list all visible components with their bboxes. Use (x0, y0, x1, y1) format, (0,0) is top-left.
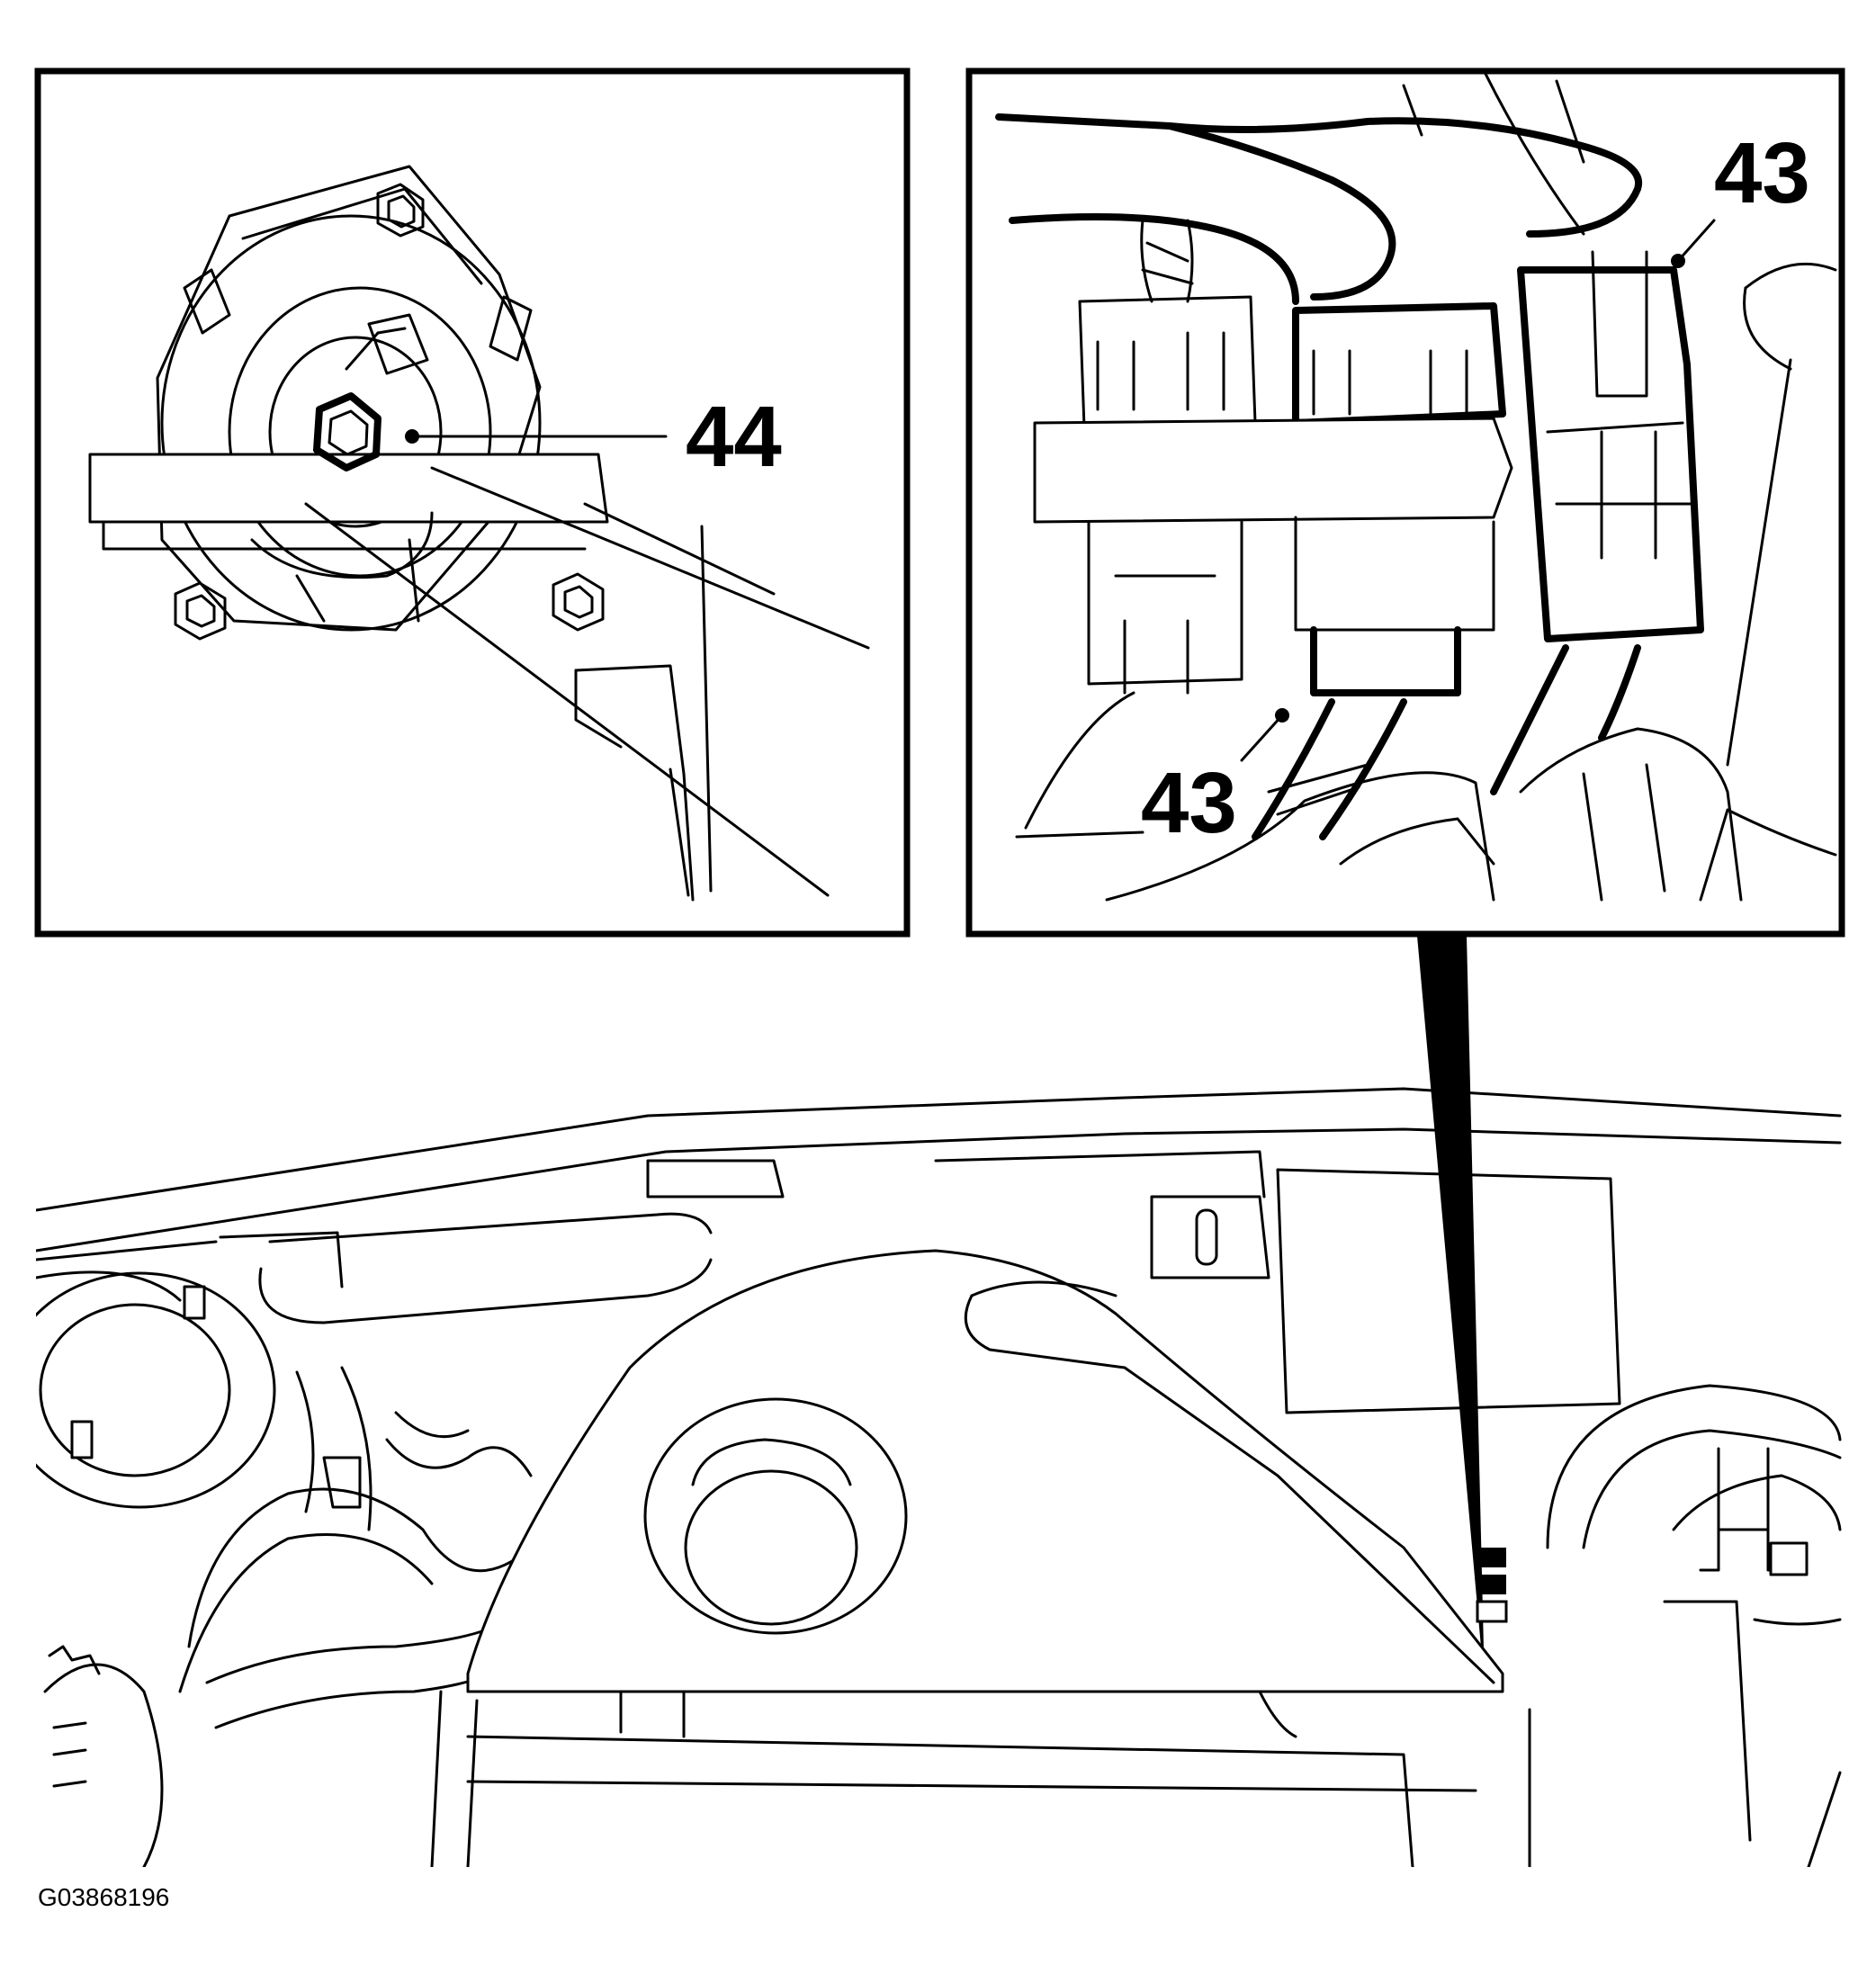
engine-bay (36, 1087, 1842, 1867)
figure-reference: G03868196 (38, 1883, 169, 1911)
leader-dot-44 (405, 429, 419, 444)
sensor-drawing (88, 165, 870, 902)
left-inset: 44 (34, 67, 911, 938)
leader-dot-43-bottom (1275, 708, 1289, 723)
pointer-wedge (1417, 936, 1485, 1687)
callout-43-top: 43 (1714, 125, 1810, 221)
leader-line-43-top (1676, 219, 1716, 263)
marker-square (1477, 1548, 1506, 1567)
right-inset: 43 43 (965, 67, 1845, 938)
connector-drawing (995, 71, 1837, 902)
callout-44: 44 (686, 389, 782, 485)
leader-line-43-bottom (1240, 714, 1284, 762)
leader-dot-43-top (1671, 254, 1685, 268)
marker-square (1477, 1575, 1506, 1594)
callout-43-bottom: 43 (1141, 755, 1237, 851)
marker-square (1476, 1600, 1508, 1623)
